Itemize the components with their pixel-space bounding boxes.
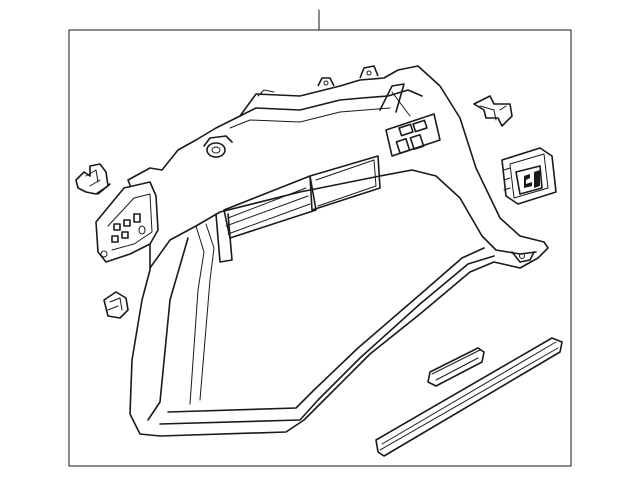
small-trim-strip	[427, 347, 485, 387]
upper-bracket	[75, 163, 111, 195]
lower-clip	[103, 291, 129, 319]
side-bracket	[95, 181, 159, 263]
long-trim-strip	[375, 337, 563, 457]
quarter-trim-panel	[127, 65, 549, 437]
arrow-clip	[473, 95, 513, 127]
diagram-frame	[68, 29, 572, 467]
power-outlet	[501, 147, 557, 205]
